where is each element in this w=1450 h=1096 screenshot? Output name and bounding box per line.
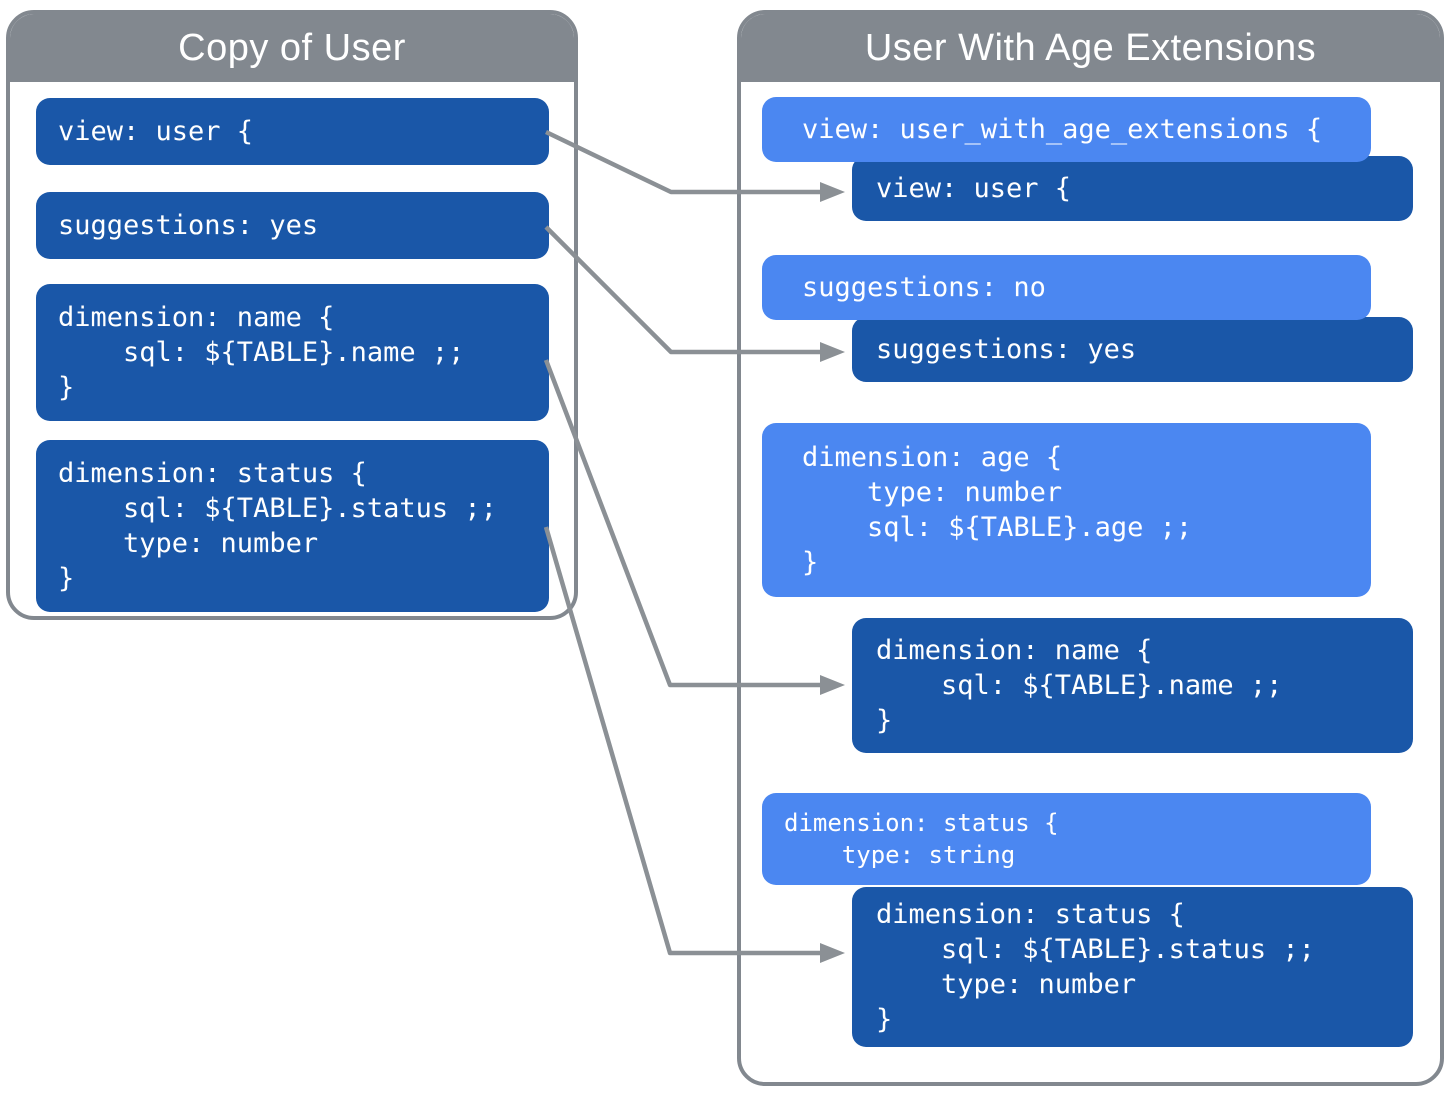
code-block-view-user-with-age-extensions: view: user_with_age_extensions { — [762, 97, 1371, 162]
code-block-suggestions-no: suggestions: no — [762, 255, 1371, 320]
panel-user-with-age-extensions-title: User With Age Extensions — [741, 14, 1440, 82]
code-block-dimension-age: dimension: age { type: number sql: ${TAB… — [762, 423, 1371, 597]
panel-copy-of-user-title: Copy of User — [10, 14, 574, 82]
code-block-inherited-dimension-name: dimension: name { sql: ${TABLE}.name ;; … — [852, 618, 1413, 753]
code-block-inherited-dimension-status: dimension: status { sql: ${TABLE}.status… — [852, 887, 1413, 1047]
code-block-suggestions-yes: suggestions: yes — [36, 192, 549, 259]
code-block-dimension-status-override: dimension: status { type: string — [762, 793, 1371, 885]
code-block-inherited-suggestions-yes: suggestions: yes — [852, 317, 1413, 382]
code-block-inherited-view-user: view: user { — [852, 156, 1413, 221]
code-block-dimension-status: dimension: status { sql: ${TABLE}.status… — [36, 440, 549, 612]
code-block-dimension-name: dimension: name { sql: ${TABLE}.name ;; … — [36, 284, 549, 421]
code-block-view-user: view: user { — [36, 98, 549, 165]
